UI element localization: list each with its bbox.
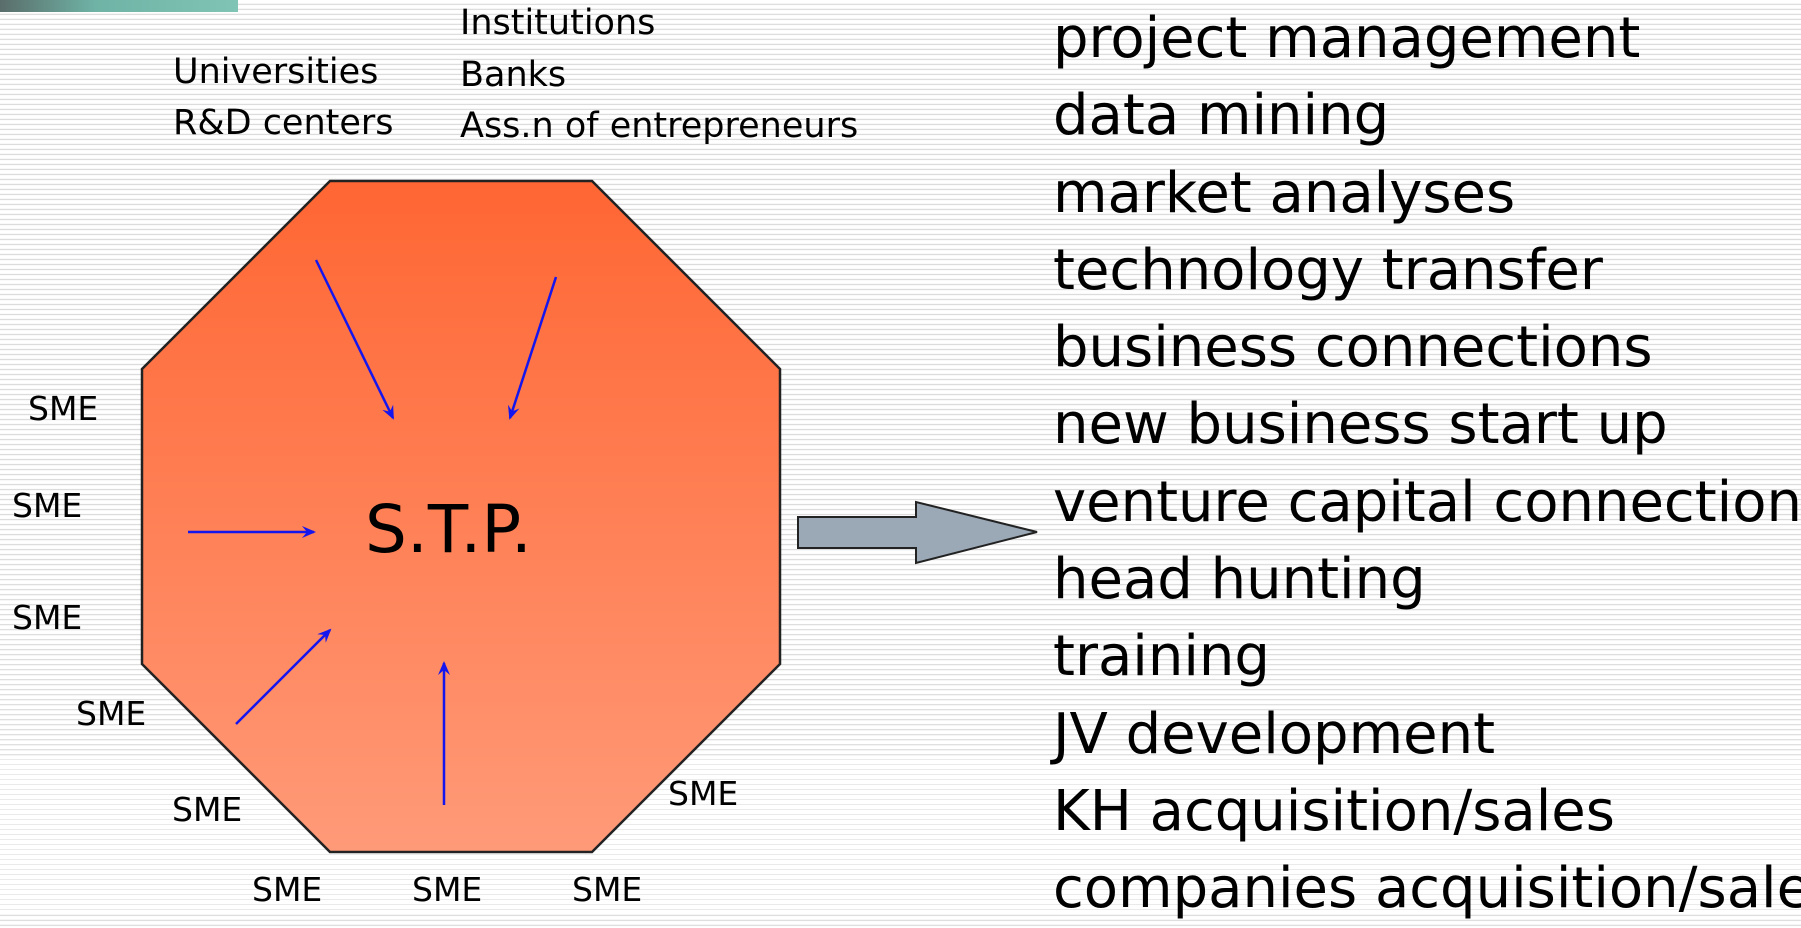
- service-item: market analyses: [1053, 160, 1516, 226]
- label-banks: Banks: [460, 55, 567, 95]
- sme-label: SME: [12, 486, 83, 525]
- logo-fragment: [0, 0, 238, 12]
- sme-label: SME: [668, 774, 739, 813]
- sme-label: SME: [412, 870, 483, 909]
- service-item: head hunting: [1053, 547, 1426, 613]
- label-rd-centers: R&D centers: [173, 103, 394, 143]
- service-item: training: [1053, 624, 1270, 690]
- service-item: companies acquisition/sales: [1053, 856, 1801, 922]
- arrow-from-universities: [314, 259, 395, 420]
- service-item: business connections: [1053, 315, 1653, 381]
- arrow-from-institutions: [508, 276, 558, 420]
- services-list: project management data mining market an…: [1053, 0, 1801, 928]
- service-item: KH acquisition/sales: [1053, 778, 1615, 844]
- service-item: venture capital connections: [1053, 469, 1801, 535]
- stp-label: S.T.P.: [365, 491, 532, 568]
- service-item: data mining: [1053, 83, 1390, 149]
- sme-label: SME: [12, 598, 83, 637]
- sme-label: SME: [172, 790, 243, 829]
- service-item: new business start up: [1053, 392, 1668, 458]
- service-item: project management: [1053, 6, 1641, 71]
- service-item: technology transfer: [1053, 237, 1603, 303]
- sme-label: SME: [76, 694, 147, 733]
- label-entrepreneurs-association: Ass.n of entrepreneurs: [460, 106, 859, 146]
- output-arrow: [797, 500, 1038, 565]
- stp-octagon: [140, 179, 782, 854]
- sme-label: SME: [28, 389, 99, 428]
- sme-label: SME: [572, 870, 643, 909]
- arrow-from-sme-lower-left: [235, 628, 332, 725]
- service-item: JV development: [1053, 701, 1496, 767]
- sme-label: SME: [252, 870, 323, 909]
- label-institutions: Institutions: [460, 3, 656, 43]
- label-universities: Universities: [173, 52, 379, 92]
